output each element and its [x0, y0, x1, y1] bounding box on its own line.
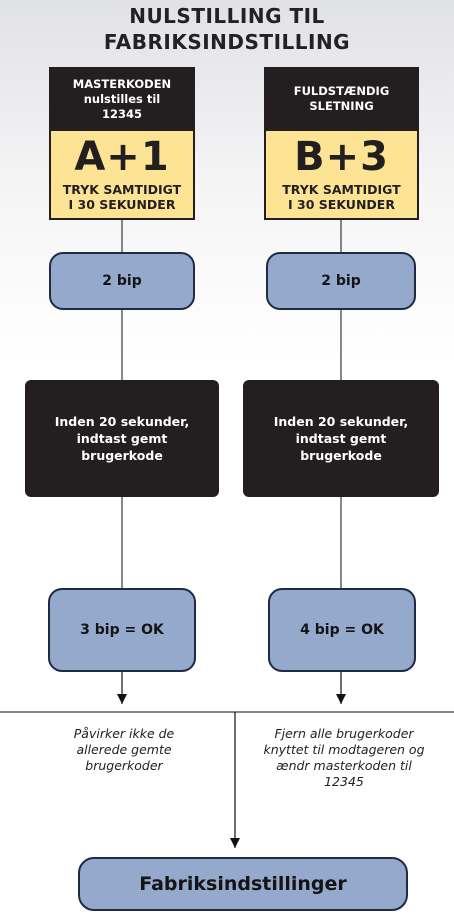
right-step1-label: 2 bip	[321, 273, 361, 289]
right-note: Fjern alle brugerkoder knyttet til modta…	[263, 726, 425, 789]
left-header-line2: nulstilles til	[83, 91, 161, 106]
left-header: MASTERKODEN nulstilles til 12345	[49, 67, 195, 131]
left-step3-box: 3 bip = OK	[48, 588, 196, 672]
right-press-line1: TRYK SAMTIDIGT	[282, 182, 401, 197]
page-title-line2: FABRIKSINDSTILLING	[103, 30, 351, 54]
right-step2-box: Inden 20 sekunder, indtast gemt brugerko…	[243, 380, 439, 497]
left-step1-label: 2 bip	[102, 273, 142, 289]
right-code-box: B+3 TRYK SAMTIDIGT I 30 SEKUNDER	[264, 131, 419, 220]
left-step1-box: 2 bip	[49, 252, 195, 310]
right-header-line1: FULDSTÆNDIG	[293, 84, 390, 98]
page-title-line1: NULSTILLING TIL	[129, 4, 325, 28]
right-step3-label: 4 bip = OK	[300, 622, 384, 638]
left-step2-box: Inden 20 sekunder, indtast gemt brugerko…	[25, 380, 219, 497]
left-note: Påvirker ikke de allerede gemte brugerko…	[73, 726, 175, 773]
right-step2-label: Inden 20 sekunder, indtast gemt brugerko…	[273, 414, 409, 463]
left-code-box: A+1 TRYK SAMTIDIGT I 30 SEKUNDER	[49, 131, 195, 220]
right-press-line2: I 30 SEKUNDER	[288, 197, 395, 212]
right-code: B+3	[294, 134, 389, 180]
left-press-line1: TRYK SAMTIDIGT	[62, 182, 182, 197]
right-step1-box: 2 bip	[266, 252, 416, 310]
right-header: FULDSTÆNDIG SLETNING	[264, 67, 419, 131]
left-press-line2: I 30 SEKUNDER	[68, 197, 176, 212]
left-code: A+1	[74, 134, 170, 180]
result-label: Fabriksindstillinger	[139, 873, 347, 895]
left-header-line3: 12345	[101, 106, 142, 121]
left-header-line1: MASTERKODEN	[72, 76, 172, 91]
left-step2-label: Inden 20 sekunder, indtast gemt brugerko…	[54, 414, 190, 463]
result-box: Fabriksindstillinger	[78, 857, 408, 911]
right-step3-box: 4 bip = OK	[268, 588, 416, 672]
right-header-line2: SLETNING	[309, 99, 374, 113]
left-step3-label: 3 bip = OK	[80, 622, 164, 638]
